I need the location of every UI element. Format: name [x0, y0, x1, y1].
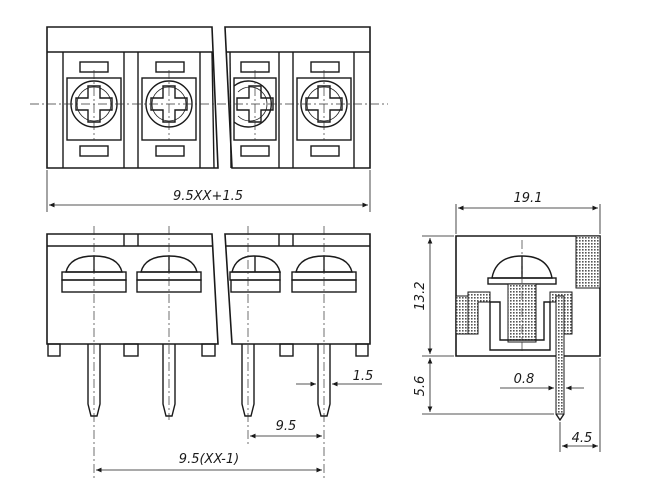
front-view [46, 226, 382, 478]
pitch-label: 9.5 [276, 419, 297, 434]
side-view [422, 204, 601, 452]
top-view [30, 26, 388, 212]
pin-length-label: 5.6 [413, 376, 428, 397]
overall-length-label: 9.5XX+1.5 [173, 189, 243, 204]
pin-width-label: 0.8 [514, 372, 535, 387]
pin-offset-label: 4.5 [572, 431, 593, 446]
depth-label: 19.1 [514, 191, 543, 206]
pin-span-label: 9.5(XX-1) [179, 452, 239, 467]
pin-gap-label: 1.5 [353, 369, 374, 384]
height-label: 13.2 [413, 282, 428, 311]
front-screw-3 [229, 255, 281, 293]
